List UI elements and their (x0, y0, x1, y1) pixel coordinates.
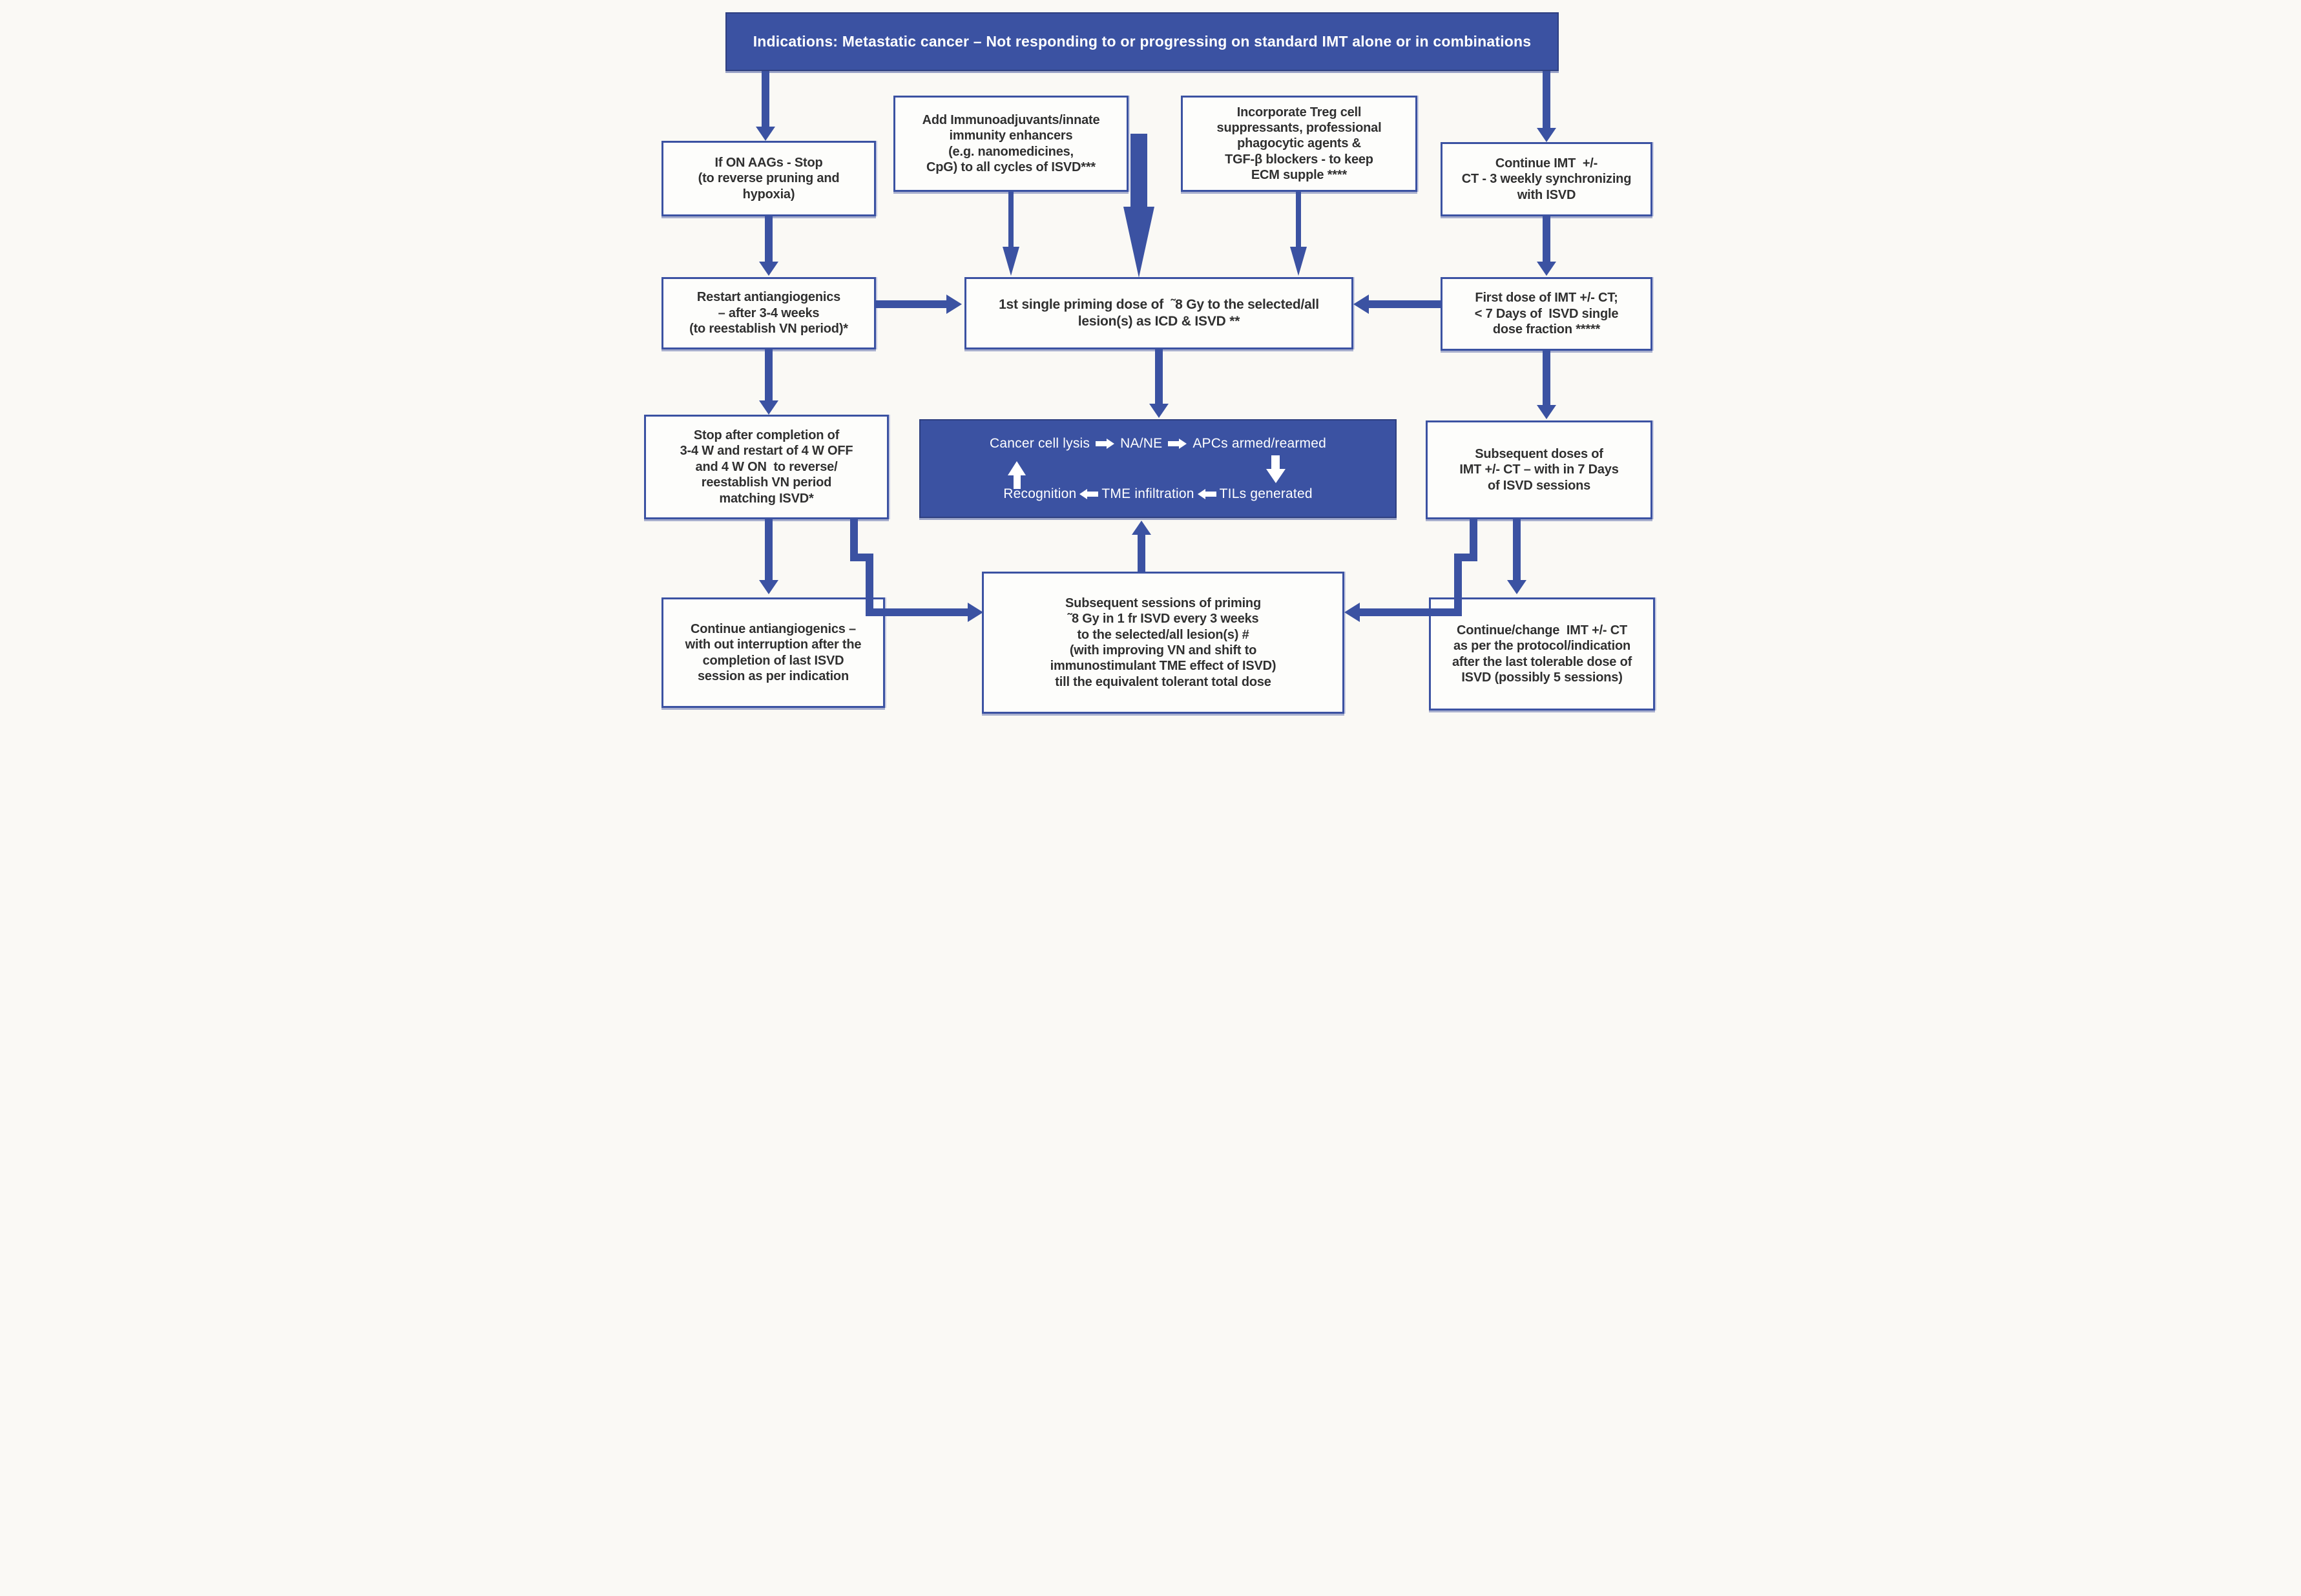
node-stop-after-completion: Stop after completion of 3-4 W and resta… (644, 415, 889, 519)
node-restart-antiangiogenics-text: Restart antiangiogenics – after 3-4 week… (689, 290, 848, 337)
immune-cycle-box: Cancer cell lysis NA/NE APCs armed/rearm… (919, 419, 1397, 518)
arrow-right-icon (1096, 439, 1115, 449)
node-continue-imt-text: Continue IMT +/- CT - 3 weekly synchroni… (1461, 156, 1632, 202)
node-restart-antiangiogenics: Restart antiangiogenics – after 3-4 week… (661, 277, 876, 349)
cycle-step-apcs-armed: APCs armed/rearmed (1192, 436, 1326, 451)
node-first-dose-imt: First dose of IMT +/- CT; < 7 Days of IS… (1441, 277, 1652, 351)
node-continue-change-imt-text: Continue/change IMT +/- CT as per the pr… (1452, 623, 1632, 685)
node-if-on-aags-text: If ON AAGs - Stop (to reverse pruning an… (698, 155, 840, 202)
cycle-step-cancer-cell-lysis: Cancer cell lysis (990, 436, 1090, 451)
cycle-step-tme-infiltration: TME infiltration (1101, 486, 1194, 501)
arrow-left-icon (1079, 489, 1099, 499)
node-first-priming-dose-text: 1st single priming dose of ˜8 Gy to the … (999, 297, 1319, 329)
node-subsequent-sessions: Subsequent sessions of priming ˜8 Gy in … (982, 572, 1344, 714)
node-first-dose-imt-text: First dose of IMT +/- CT; < 7 Days of IS… (1474, 291, 1619, 337)
node-first-priming-dose: 1st single priming dose of ˜8 Gy to the … (964, 277, 1353, 349)
cycle-step-tils-generated: TILs generated (1219, 486, 1313, 501)
node-continue-antiangiogenics-text: Continue antiangiogenics – with out inte… (685, 621, 862, 683)
indications-banner: Indications: Metastatic cancer – Not res… (725, 12, 1559, 71)
node-incorporate-treg: Incorporate Treg cell suppressants, prof… (1181, 96, 1417, 192)
node-add-immunoadjuvants: Add Immunoadjuvants/innate immunity enha… (893, 96, 1129, 192)
immune-cycle-row-2: Recognition TME infiltration TILs genera… (921, 482, 1395, 506)
node-incorporate-treg-text: Incorporate Treg cell suppressants, prof… (1216, 105, 1382, 183)
node-add-immunoadjuvants-text: Add Immunoadjuvants/innate immunity enha… (922, 112, 1100, 174)
node-subsequent-doses-text: Subsequent doses of IMT +/- CT – with in… (1459, 446, 1619, 493)
flowchart-canvas: Indications: Metastatic cancer – Not res… (634, 0, 1667, 717)
node-if-on-aags: If ON AAGs - Stop (to reverse pruning an… (661, 141, 876, 216)
indications-banner-text: Indications: Metastatic cancer – Not res… (753, 33, 1532, 50)
node-subsequent-doses: Subsequent doses of IMT +/- CT – with in… (1426, 420, 1652, 519)
immune-cycle-row-1: Cancer cell lysis NA/NE APCs armed/rearm… (921, 432, 1395, 455)
arrow-right-icon (1168, 439, 1187, 449)
node-continue-imt: Continue IMT +/- CT - 3 weekly synchroni… (1441, 142, 1652, 216)
node-stop-after-completion-text: Stop after completion of 3-4 W and resta… (680, 428, 853, 506)
node-subsequent-sessions-text: Subsequent sessions of priming ˜8 Gy in … (1050, 596, 1276, 689)
arrow-left-icon (1197, 489, 1216, 499)
cycle-step-recognition: Recognition (1003, 486, 1077, 501)
node-continue-antiangiogenics: Continue antiangiogenics – with out inte… (661, 597, 885, 708)
node-continue-change-imt: Continue/change IMT +/- CT as per the pr… (1429, 597, 1655, 710)
cycle-step-na-ne: NA/NE (1120, 436, 1163, 451)
